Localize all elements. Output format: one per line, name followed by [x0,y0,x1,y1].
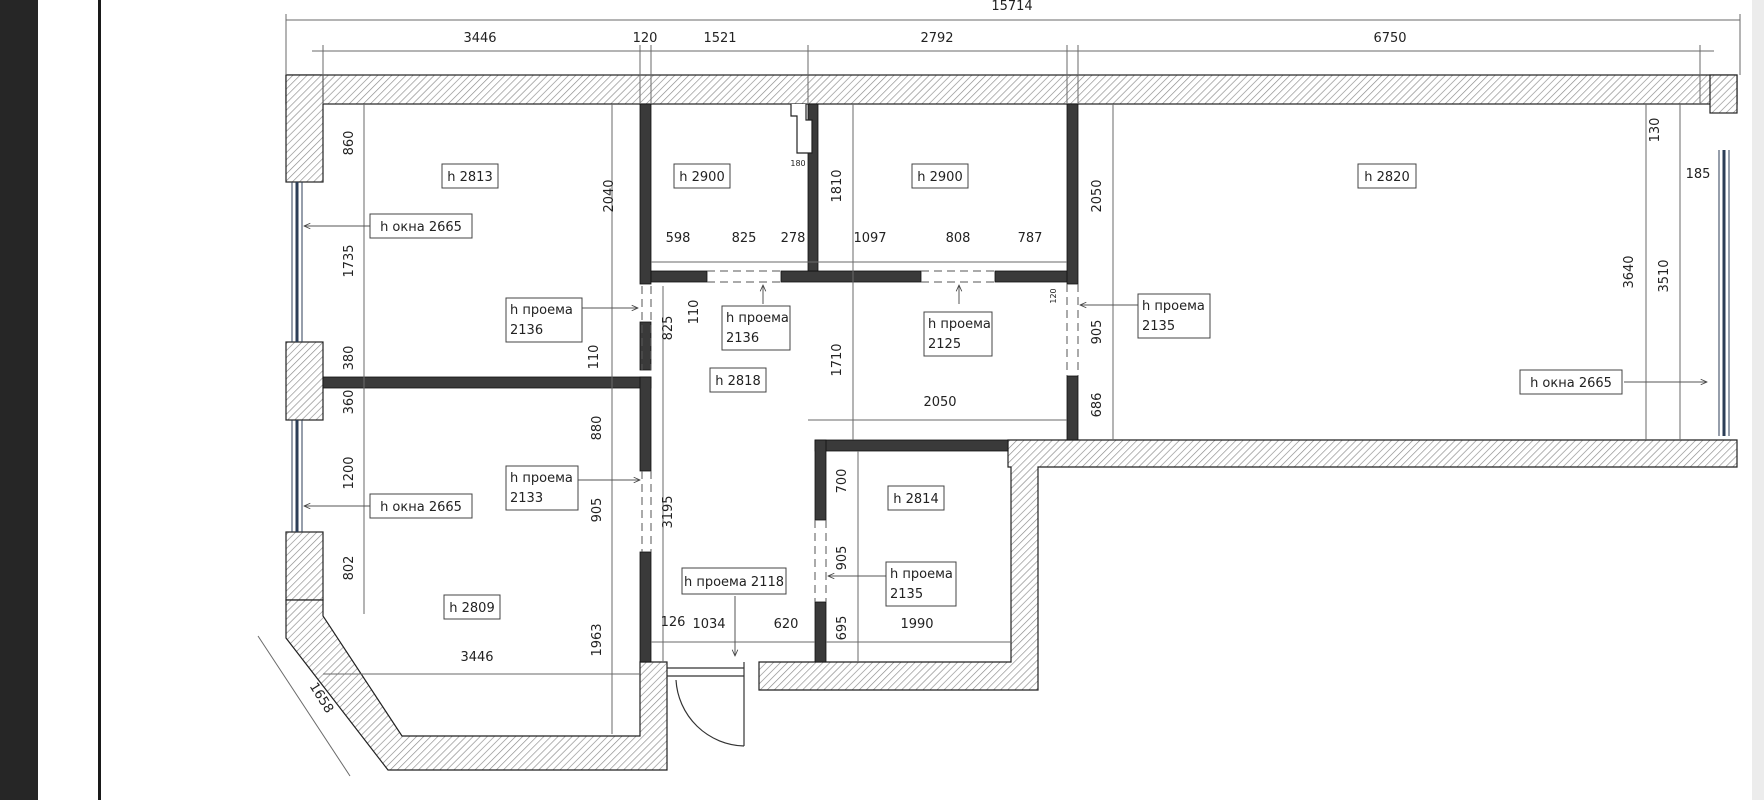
window-frames [291,150,1730,532]
dim-686: 686 [1090,393,1105,418]
viewer-page-edge [98,0,101,800]
opening-2136-left-line1: h проема [510,303,573,318]
room-height-h2820: h 2820 [1364,170,1409,185]
window-height-1: h окна 2665 [380,220,462,235]
dim-700: 700 [835,469,850,494]
dim-3195: 3195 [661,495,676,528]
dim-top-4: 2792 [920,31,953,46]
opening-2133-line1: h проема [510,471,573,486]
dim-top-5: 6750 [1373,31,1406,46]
dimension-texts: 15714 3446 120 1521 2792 6750 860 1735 3… [306,0,1711,716]
opening-2118: h проема 2118 [684,575,784,590]
dim-620: 620 [774,617,799,632]
dim-130: 130 [1648,118,1663,143]
vent-shaft [790,104,813,154]
dim-825-b: 825 [732,231,757,246]
opening-2135-right-line1: h проема [1142,299,1205,314]
room-height-h2813: h 2813 [447,170,492,185]
opening-2136-left-line2: 2136 [510,323,543,338]
dim-1810: 1810 [830,169,845,202]
dim-l-1735: 1735 [342,244,357,277]
dim-905-a: 905 [590,498,605,523]
dim-l-802: 802 [342,556,357,581]
label-texts: h 2813 h 2900 h 2900 h 2820 h 2818 h 281… [380,170,1612,616]
dim-l-860: 860 [342,131,357,156]
dim-278: 278 [781,231,806,246]
dim-880: 880 [590,416,605,441]
dim-l-1200: 1200 [342,456,357,489]
dim-787: 787 [1018,231,1043,246]
viewer-scroll-edge [1752,0,1764,800]
dim-905-b: 905 [1090,320,1105,345]
opening-2136-mid-line2: 2136 [726,331,759,346]
label-boxes [369,163,1623,620]
dim-1963: 1963 [590,623,605,656]
dim-110-a: 110 [687,300,702,325]
opening-2135-right-line2: 2135 [1142,319,1175,334]
dim-598: 598 [666,231,691,246]
dim-3640: 3640 [1622,255,1637,288]
dim-2040: 2040 [602,179,617,212]
interior-walls [322,103,1079,663]
dim-3510: 3510 [1657,259,1672,292]
dim-808: 808 [946,231,971,246]
opening-2135-bath-line2: 2135 [890,587,923,602]
dim-1097: 1097 [853,231,886,246]
dim-1710: 1710 [830,343,845,376]
room-height-h2809: h 2809 [449,601,494,616]
windows [295,150,1726,532]
dim-top-1: 3446 [463,31,496,46]
opening-2133-line2: 2133 [510,491,543,506]
dim-905-c: 905 [835,546,850,571]
dimension-lines [257,14,1741,777]
dim-2733: 2050 [923,395,956,410]
window-height-2: h окна 2665 [380,500,462,515]
room-height-h2900-a: h 2900 [679,170,724,185]
dim-1990: 1990 [900,617,933,632]
opening-2135-bath-line1: h проема [890,567,953,582]
room-height-h2818: h 2818 [715,374,760,389]
dim-bay-3446: 3446 [460,650,493,665]
entrance-door [667,662,745,747]
dim-695: 695 [835,616,850,641]
dim-120: 120 [1049,288,1058,303]
leader-arrows [304,226,1707,656]
dim-overall: 15714 [991,0,1032,14]
opening-2125-line1: h проема [928,317,991,332]
dim-126: 126 [661,615,686,630]
exterior-walls [285,74,1738,771]
room-height-h2814: h 2814 [893,492,938,507]
dim-2050: 2050 [1090,179,1105,212]
doorway-openings [641,270,1079,602]
dim-l-360: 360 [342,390,357,415]
dim-top-3: 1521 [703,31,736,46]
dim-top-2: 120 [633,31,658,46]
dim-185: 185 [1686,167,1711,182]
dim-1034: 1034 [692,617,725,632]
window-height-3: h окна 2665 [1530,376,1612,391]
dim-180: 180 [790,159,805,168]
dim-110-b: 110 [587,345,602,370]
left-dark-panel [0,0,38,800]
dim-l-380: 380 [342,346,357,371]
dim-825: 825 [661,316,676,341]
opening-2125-line2: 2125 [928,337,961,352]
room-height-h2900-b: h 2900 [917,170,962,185]
opening-2136-mid-line1: h проема [726,311,789,326]
